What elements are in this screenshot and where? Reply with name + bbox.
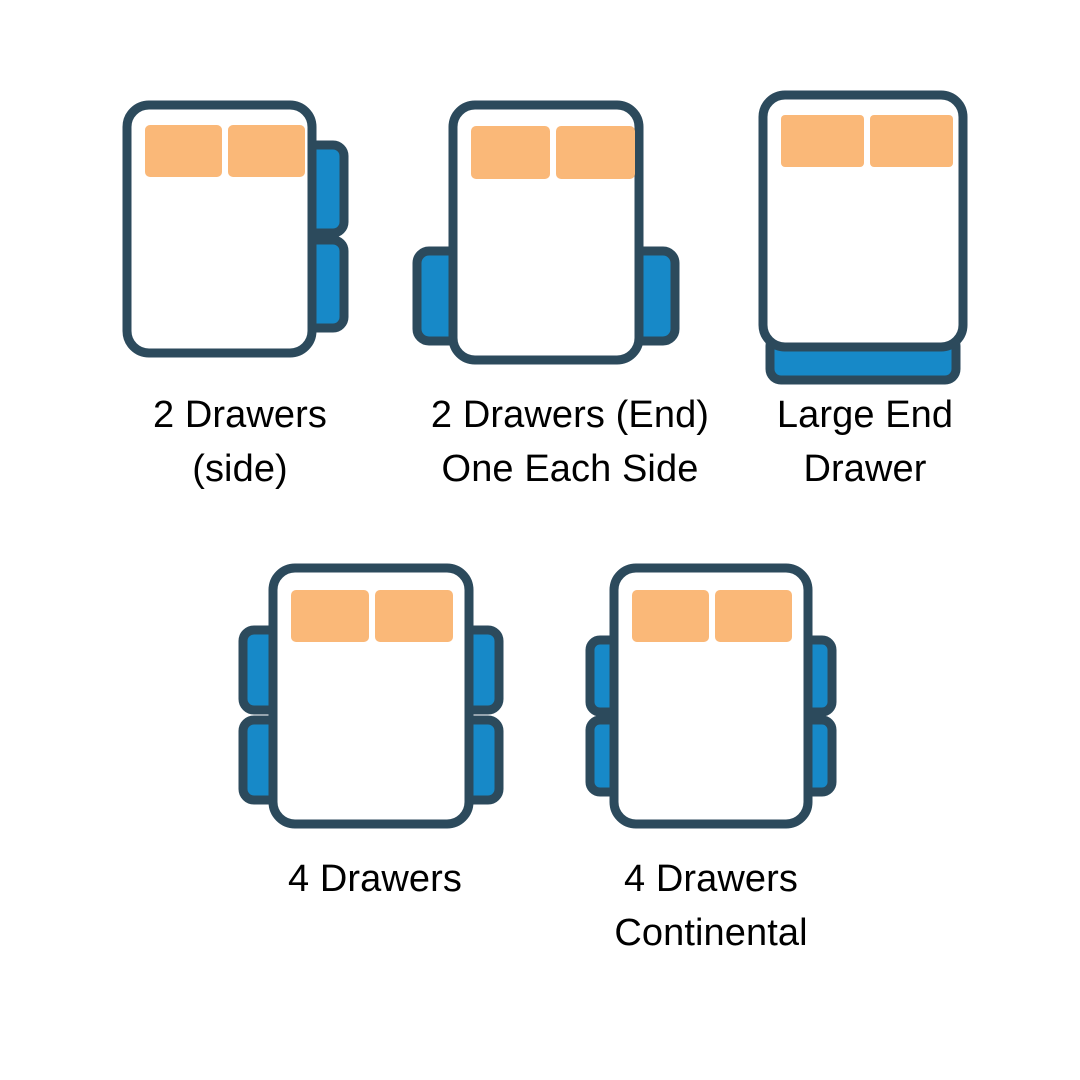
bed-option-label: 4 Drawers Continental (614, 858, 808, 955)
pillow-right (228, 125, 305, 177)
bed-option-label: 2 Drawers (End) One Each Side (430, 394, 710, 491)
bed-option-label: Large End Drawer (776, 394, 954, 491)
bed-diagram-two-drawers-end (382, 88, 712, 378)
pillow-left (471, 126, 550, 179)
pillow-left (145, 125, 222, 177)
pillow-left (632, 590, 709, 642)
pillow-left (781, 115, 864, 167)
bed-diagram-two-drawers-side (55, 88, 385, 378)
bed-diagram-four-drawers-continental (552, 552, 870, 842)
pillow-left (291, 590, 369, 642)
pillow-right (715, 590, 792, 642)
bed-diagram-four-drawers (225, 552, 525, 842)
pillow-right (870, 115, 953, 167)
pillow-right (375, 590, 453, 642)
bed-option-label: 4 Drawers (287, 858, 463, 900)
bed-option-label: 2 Drawers (side) (152, 394, 328, 491)
pillow-right (556, 126, 635, 179)
bed-diagram-large-end-drawer (730, 80, 1000, 385)
